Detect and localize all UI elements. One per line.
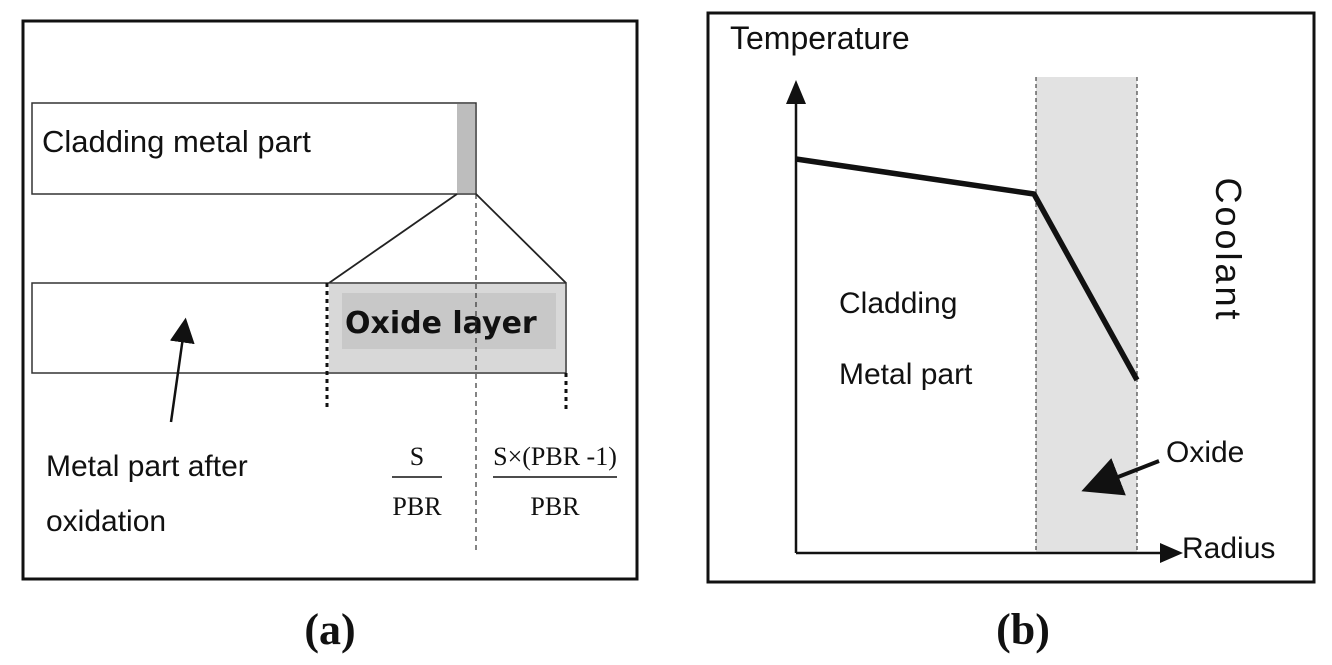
oxide-arrow (1081, 458, 1160, 496)
panel-a-caption: (a) (304, 605, 355, 654)
formula-left-numerator: S (410, 442, 424, 471)
panel-b: Temperature Radius Coolant Cladding Meta… (706, 11, 1316, 654)
cladding-label-line2: Metal part (839, 358, 973, 391)
temperature-profile (795, 156, 1140, 382)
x-axis-label: Radius (1182, 532, 1275, 565)
cladding-label: Cladding metal part (42, 124, 311, 159)
formula-right-denominator: PBR (530, 492, 580, 521)
metal-after-label-line2: oxidation (46, 505, 166, 538)
oxide-band (1036, 77, 1137, 553)
panel-a: Cladding metal part Oxide layer Metal pa… (21, 19, 639, 654)
metal-after-label-line1: Metal part after (46, 450, 248, 483)
projection-line-right (475, 193, 567, 284)
panel-b-caption: (b) (996, 605, 1050, 654)
cladding-label-line1: Cladding (839, 287, 957, 320)
projection-line-left (328, 193, 458, 284)
coolant-label: Coolant (1208, 177, 1249, 322)
x-axis-arrowhead (1160, 543, 1183, 563)
oxide-layer-inner (342, 293, 556, 349)
panel-b-frame (706, 11, 1316, 584)
cladding-bar (31, 102, 477, 195)
oxide-label: Oxide (1166, 436, 1244, 469)
y-axis-label: Temperature (730, 20, 910, 56)
oxide-layer-label: Oxide layer (345, 306, 537, 341)
formula-right-numerator: S×(PBR -1) (493, 442, 617, 471)
oxide-strip (457, 104, 475, 193)
y-axis-arrowhead (786, 80, 806, 104)
formula-left-denominator: PBR (392, 492, 442, 521)
metal-part-arrow (169, 317, 195, 423)
